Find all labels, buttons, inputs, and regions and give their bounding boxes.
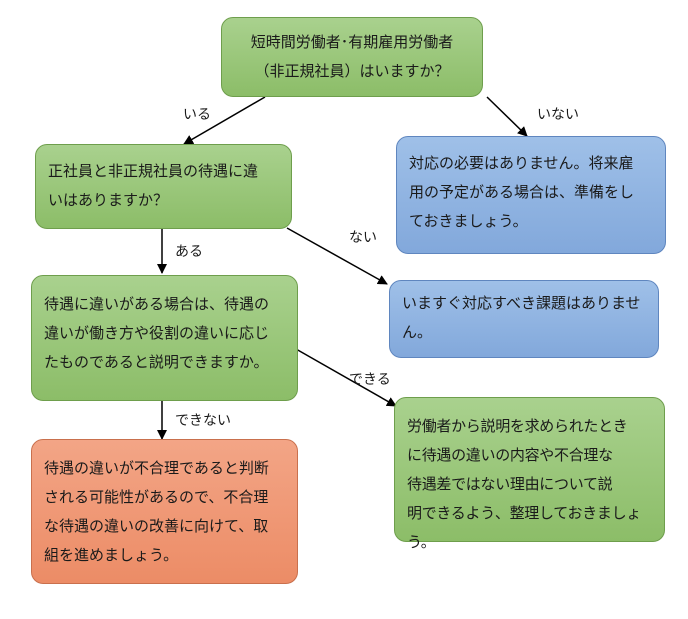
arrow-start-to-difference xyxy=(183,96,266,145)
label-yes-difference: ある xyxy=(175,244,203,260)
arrow-start-to-no-workers xyxy=(486,96,528,137)
label-cannot: できない xyxy=(175,413,231,429)
node-question-difference: 正社員と非正規社員の待遇に違 いはありますか？ xyxy=(35,144,292,229)
arrow-explain-to-can xyxy=(295,348,397,407)
arrow-difference-to-no-issue xyxy=(286,227,388,285)
node-question-explain: 待遇に違いがある場合は、待遇の 違いが働き方や役割の違いに応じ たものであると説… xyxy=(31,275,298,401)
node-can-explain: 労働者から説明を求められたとき に待遇の違いの内容や不合理な 待遇差ではない理由… xyxy=(394,397,665,551)
label-no-difference: ない xyxy=(349,230,377,246)
label-no-workers: いない xyxy=(537,107,579,123)
label-can: できる xyxy=(349,372,391,388)
node-start: 短時間労働者･有期雇用労働者 （非正規社員）はいますか？ xyxy=(221,17,483,97)
node-no-issue: いますぐ対応すべき課題はありませ ん。 xyxy=(389,280,659,358)
node-no-workers: 対応の必要はありません。将来雇 用の予定がある場合は、準備をし ておきましょう。 xyxy=(396,136,666,254)
node-cannot-explain: 待遇の違いが不合理であると判断 される可能性があるので、不合理 な待遇の違いの改… xyxy=(31,439,298,584)
label-yes-workers: いる xyxy=(183,107,211,123)
